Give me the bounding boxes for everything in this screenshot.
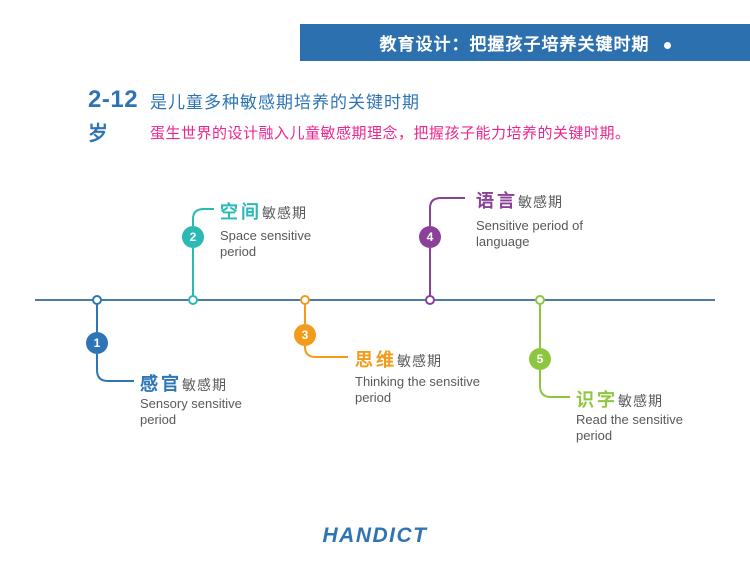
stage-circle-3: 3 (294, 324, 316, 346)
timeline-node-5 (535, 295, 545, 305)
stage-label-zh-rest-2: 敏感期 (262, 205, 307, 221)
stage-number-4: 4 (426, 230, 434, 244)
stage-circle-2: 2 (182, 226, 204, 248)
connector-stage-1 (96, 302, 134, 382)
stage-number-1: 1 (93, 336, 101, 350)
stage-label-zh-rest-5: 敏感期 (618, 393, 663, 409)
stage-label-zh-5: 识字敏感期 (576, 386, 663, 412)
stage-label-en-5: Read the sensitive period (576, 412, 683, 443)
stage-number-3: 3 (301, 328, 309, 342)
footer: HANDICT (0, 524, 750, 548)
stage-label-en-1: Sensory sensitive period (140, 396, 242, 427)
stage-label-en-3: Thinking the sensitive period (355, 374, 481, 405)
timeline-connectors (35, 197, 715, 398)
timeline-node-3 (300, 295, 310, 305)
stage-label-zh-highlight-2: 空间 (220, 202, 262, 222)
timeline-node-2 (188, 295, 198, 305)
stage-label-zh-rest-3: 敏感期 (397, 353, 442, 369)
intro-block: 2-12 岁 是儿童多种敏感期培养的关键时期 蛋生世界的设计融入儿童敏感期理念，… (88, 86, 631, 146)
stage-label-en-2: Space sensitive period (220, 228, 312, 259)
header-dot (663, 42, 671, 49)
intro-lines: 是儿童多种敏感期培养的关键时期 蛋生世界的设计融入儿童敏感期理念，把握孩子能力培… (150, 86, 631, 146)
stage-number-5: 5 (536, 352, 544, 366)
stage-label-zh-4: 语言敏感期 (476, 187, 563, 213)
connector-stage-5 (539, 302, 570, 398)
stage-label-zh-1: 感官敏感期 (140, 370, 227, 396)
stage-label-zh-highlight-5: 识字 (576, 390, 618, 410)
stage-circle-1: 1 (86, 332, 108, 354)
timeline-node-4 (425, 295, 435, 305)
age-number: 2-12 (88, 86, 139, 113)
stage-label-zh-highlight-3: 思维 (355, 350, 397, 370)
logo: HANDICT (322, 524, 428, 547)
connector-stage-3 (304, 302, 348, 358)
stage-circle-5: 5 (529, 348, 551, 370)
stage-label-zh-highlight-4: 语言 (476, 191, 518, 211)
stage-label-zh-2: 空间敏感期 (220, 198, 307, 224)
header-title: 教育设计：把握孩子培养关键时期 (379, 35, 650, 54)
stage-number-2: 2 (189, 230, 197, 244)
age-column: 2-12 岁 (88, 86, 138, 146)
timeline: 1 2 3 4 5 感官敏感期 Sensory sensitive period… (0, 180, 750, 460)
stage-circle-4: 4 (419, 226, 441, 248)
header-bar: 教育设计：把握孩子培养关键时期 (300, 24, 750, 61)
stage-label-zh-rest-1: 敏感期 (182, 377, 227, 393)
stage-label-en-4: Sensitive period of language (476, 218, 583, 249)
connector-stage-2 (192, 208, 214, 298)
intro-line-1: 是儿童多种敏感期培养的关键时期 (150, 93, 421, 112)
stage-label-zh-3: 思维敏感期 (355, 346, 442, 372)
timeline-node-1 (92, 295, 102, 305)
connector-stage-4 (429, 197, 465, 298)
stage-label-zh-highlight-1: 感官 (140, 374, 182, 394)
stage-label-zh-rest-4: 敏感期 (518, 194, 563, 210)
intro-line-2: 蛋生世界的设计融入儿童敏感期理念，把握孩子能力培养的关键时期。 (150, 125, 631, 142)
age-unit: 岁 (88, 123, 108, 145)
